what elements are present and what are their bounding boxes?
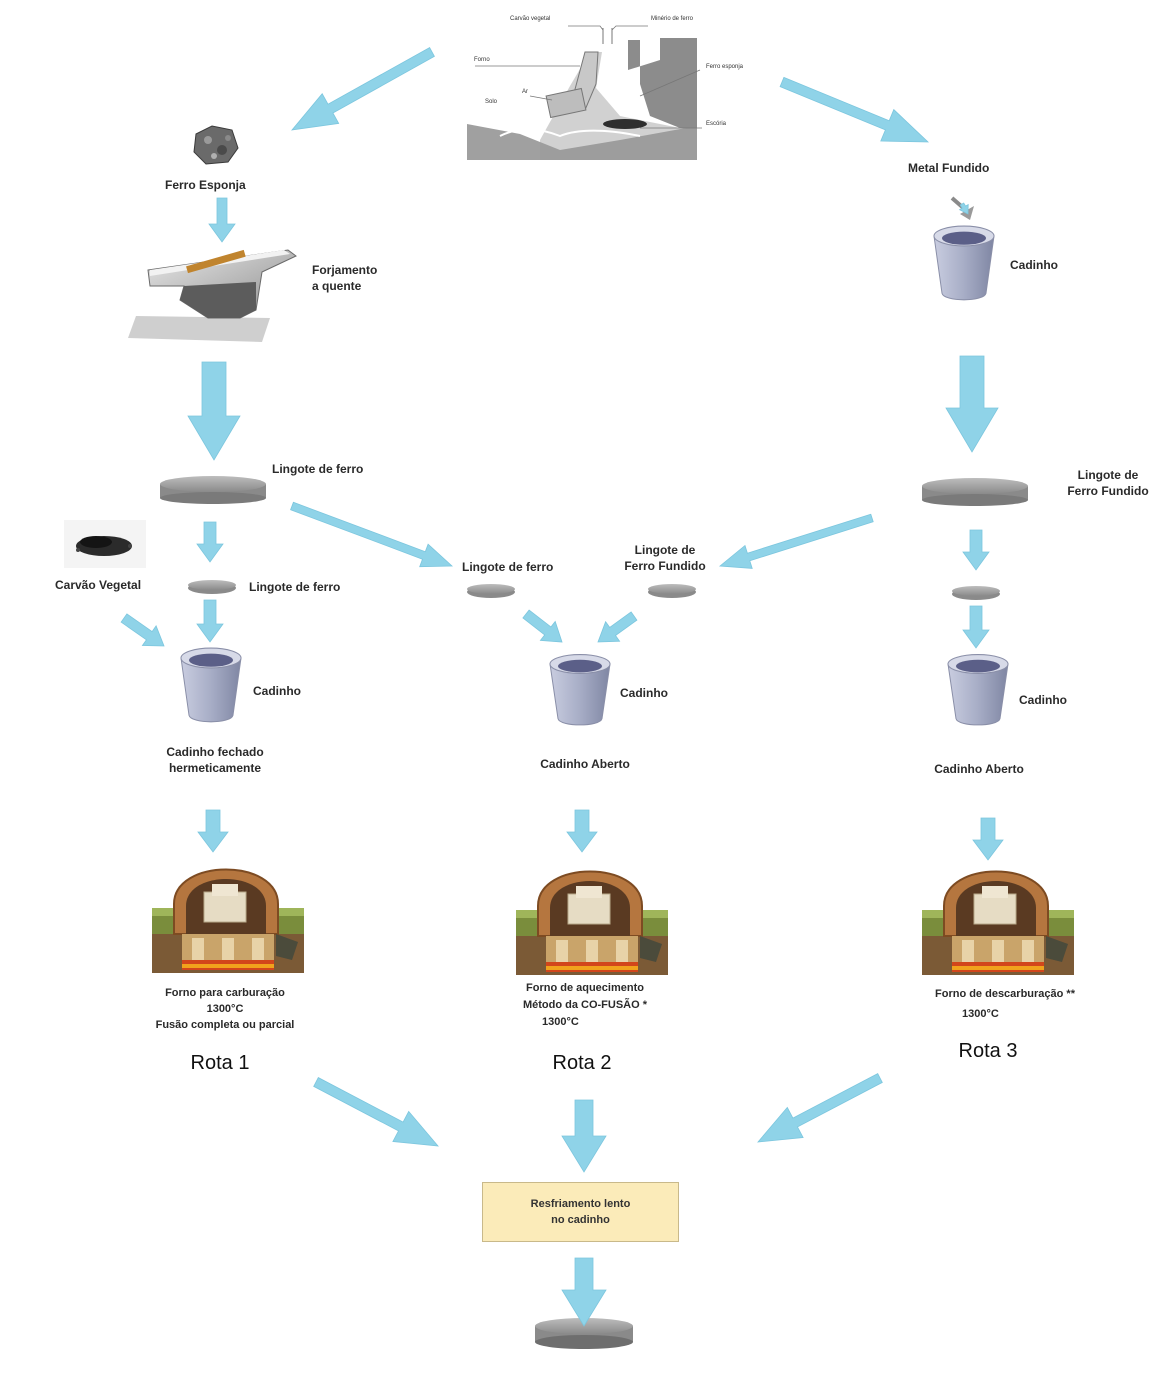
slow-cooling-line2: no cadinho bbox=[551, 1214, 610, 1226]
furnace-label-air: Ar bbox=[522, 89, 528, 95]
label-sponge-iron: Ferro Esponja bbox=[165, 178, 246, 192]
label-ingot-cast-route2-line1: Lingote de bbox=[634, 543, 696, 557]
label-crucible-open-route2: Cadinho Aberto bbox=[540, 757, 630, 771]
arrow-route3-to-box bbox=[757, 1073, 883, 1143]
arrow-crucible-to-kiln-r2 bbox=[566, 809, 598, 853]
route-2-title: Rota 2 bbox=[552, 1052, 612, 1074]
route-3-title: Rota 3 bbox=[958, 1040, 1018, 1062]
route-1-title: Rota 1 bbox=[190, 1052, 250, 1074]
label-crucible-sealed-line2: hermeticamente bbox=[168, 761, 262, 775]
crucible-route3-icon bbox=[947, 654, 1009, 726]
arrow-cast-to-crucible-r2 bbox=[597, 611, 638, 643]
label-ingot-cast-route2: Lingote de Ferro Fundido bbox=[610, 542, 720, 574]
small-ingot-cast bbox=[648, 584, 696, 598]
label-ingot-route3: Lingote de Ferro Fundido bbox=[1056, 467, 1160, 499]
arrow-box-to-final bbox=[561, 1257, 607, 1327]
arrow-crucible-to-kiln-r3 bbox=[972, 817, 1004, 861]
arrow-furnace-to-molten bbox=[779, 76, 930, 143]
small-ingot-route1 bbox=[188, 580, 236, 594]
label-charcoal: Carvão Vegetal bbox=[55, 578, 142, 592]
crucible-top-icon bbox=[933, 196, 995, 301]
label-furnace-route1: Forno para carburação 1300°C Fusão compl… bbox=[130, 985, 320, 1033]
label-furnace-route3-line2: 1300°C bbox=[962, 1008, 999, 1020]
arrow-route1-to-box bbox=[313, 1077, 439, 1147]
label-furnace-route1-line2: 1300°C bbox=[206, 1003, 244, 1015]
sponge-iron-icon bbox=[193, 125, 239, 165]
arrow-ingot-to-route2 bbox=[290, 501, 454, 568]
label-crucible-top: Cadinho bbox=[1010, 258, 1058, 272]
furnace-label-furnace: Forno bbox=[474, 57, 490, 63]
ingot-route3 bbox=[922, 478, 1028, 506]
small-ingot-route3 bbox=[952, 586, 1000, 600]
bloomery-furnace-schematic bbox=[467, 25, 702, 160]
label-furnace-route1-line1: Forno para carburação bbox=[165, 987, 285, 999]
label-furnace-route2-line2: Método da CO-FUSÃO * bbox=[522, 999, 648, 1011]
label-crucible-route2: Cadinho bbox=[620, 686, 668, 700]
label-furnace-route3: Forno de descarburação ** 1300°C bbox=[900, 984, 1110, 1024]
furnace-label-slag: Escória bbox=[706, 121, 727, 127]
label-ingot-iron-route2: Lingote de ferro bbox=[462, 560, 554, 574]
anvil-icon bbox=[128, 249, 297, 342]
charcoal-powder-icon bbox=[64, 520, 146, 568]
label-crucible-route3: Cadinho bbox=[1019, 693, 1067, 707]
label-molten-metal: Metal Fundido bbox=[908, 161, 990, 175]
slow-cooling-line1: Resfriamento lento bbox=[530, 1198, 631, 1210]
arrow-sponge-to-anvil bbox=[208, 197, 236, 243]
arrow-iron-to-crucible-r2 bbox=[522, 609, 563, 643]
arrow-small-to-crucible-r3 bbox=[962, 605, 990, 649]
label-crucible-sealed: Cadinho fechado hermeticamente bbox=[140, 744, 290, 776]
furnace-label-ore: Minério de ferro bbox=[651, 16, 694, 22]
label-furnace-route3-line1: Forno de descarburação ** bbox=[935, 988, 1075, 1000]
label-ingot-route3-line1: Lingote de bbox=[1077, 468, 1139, 482]
label-ingot-cast-route2-line2: Ferro Fundido bbox=[624, 559, 706, 573]
furnace-label-sponge-iron: Ferro esponja bbox=[706, 64, 744, 70]
label-ingot-route1: Lingote de ferro bbox=[272, 462, 364, 476]
crucible-route1-icon bbox=[180, 647, 242, 723]
label-forging-line2: a quente bbox=[312, 279, 362, 293]
kiln-route3-icon bbox=[921, 870, 1075, 976]
label-furnace-route1-line3: Fusão completa ou parcial bbox=[155, 1019, 295, 1031]
flow-arrows bbox=[120, 47, 1004, 1327]
label-forging-line1: Forjamento bbox=[312, 263, 378, 277]
arrow-molten-to-crucible bbox=[958, 202, 969, 215]
arrow-ingot-to-small-r3 bbox=[962, 529, 990, 571]
label-furnace-route2-line1: Forno de aquecimento bbox=[526, 982, 644, 994]
final-ingot bbox=[535, 1318, 633, 1349]
crucible-route2-icon bbox=[549, 654, 611, 726]
furnace-label-ground: Solo bbox=[485, 99, 498, 105]
arrow-anvil-to-ingot bbox=[187, 361, 241, 461]
label-crucible-open-route3: Cadinho Aberto bbox=[934, 762, 1024, 776]
label-crucible-sealed-line1: Cadinho fechado bbox=[166, 745, 264, 759]
label-forging: Forjamento a quente bbox=[312, 262, 377, 294]
label-furnace-route2-line3: 1300°C bbox=[542, 1016, 579, 1028]
label-furnace-route2: Forno de aquecimento Método da CO-FUSÃO … bbox=[480, 980, 690, 1031]
arrow-crucible-to-ingot bbox=[945, 355, 999, 453]
arrow-furnace-to-sponge bbox=[291, 47, 435, 131]
kiln-route1-icon bbox=[151, 868, 305, 974]
arrow-small-to-crucible-r1 bbox=[196, 599, 224, 643]
arrow-charcoal-to-crucible bbox=[120, 613, 165, 647]
furnace-label-charcoal: Carvão vegetal bbox=[510, 16, 551, 22]
small-ingot-iron bbox=[467, 584, 515, 598]
label-ingot-route3-line2: Ferro Fundido bbox=[1067, 484, 1149, 498]
arrow-crucible-to-kiln-r1 bbox=[197, 809, 229, 853]
arrow-route2-to-box bbox=[561, 1099, 607, 1173]
arrow-cast-to-route2 bbox=[718, 513, 874, 569]
arrow-ingot-to-small-r1 bbox=[196, 521, 224, 563]
label-small-ingot-route1: Lingote de ferro bbox=[249, 580, 341, 594]
ingot-route1 bbox=[160, 476, 266, 504]
label-crucible-route1: Cadinho bbox=[253, 684, 301, 698]
kiln-route2-icon bbox=[515, 870, 669, 976]
slow-cooling-box: Resfriamento lento no cadinho bbox=[482, 1182, 679, 1242]
